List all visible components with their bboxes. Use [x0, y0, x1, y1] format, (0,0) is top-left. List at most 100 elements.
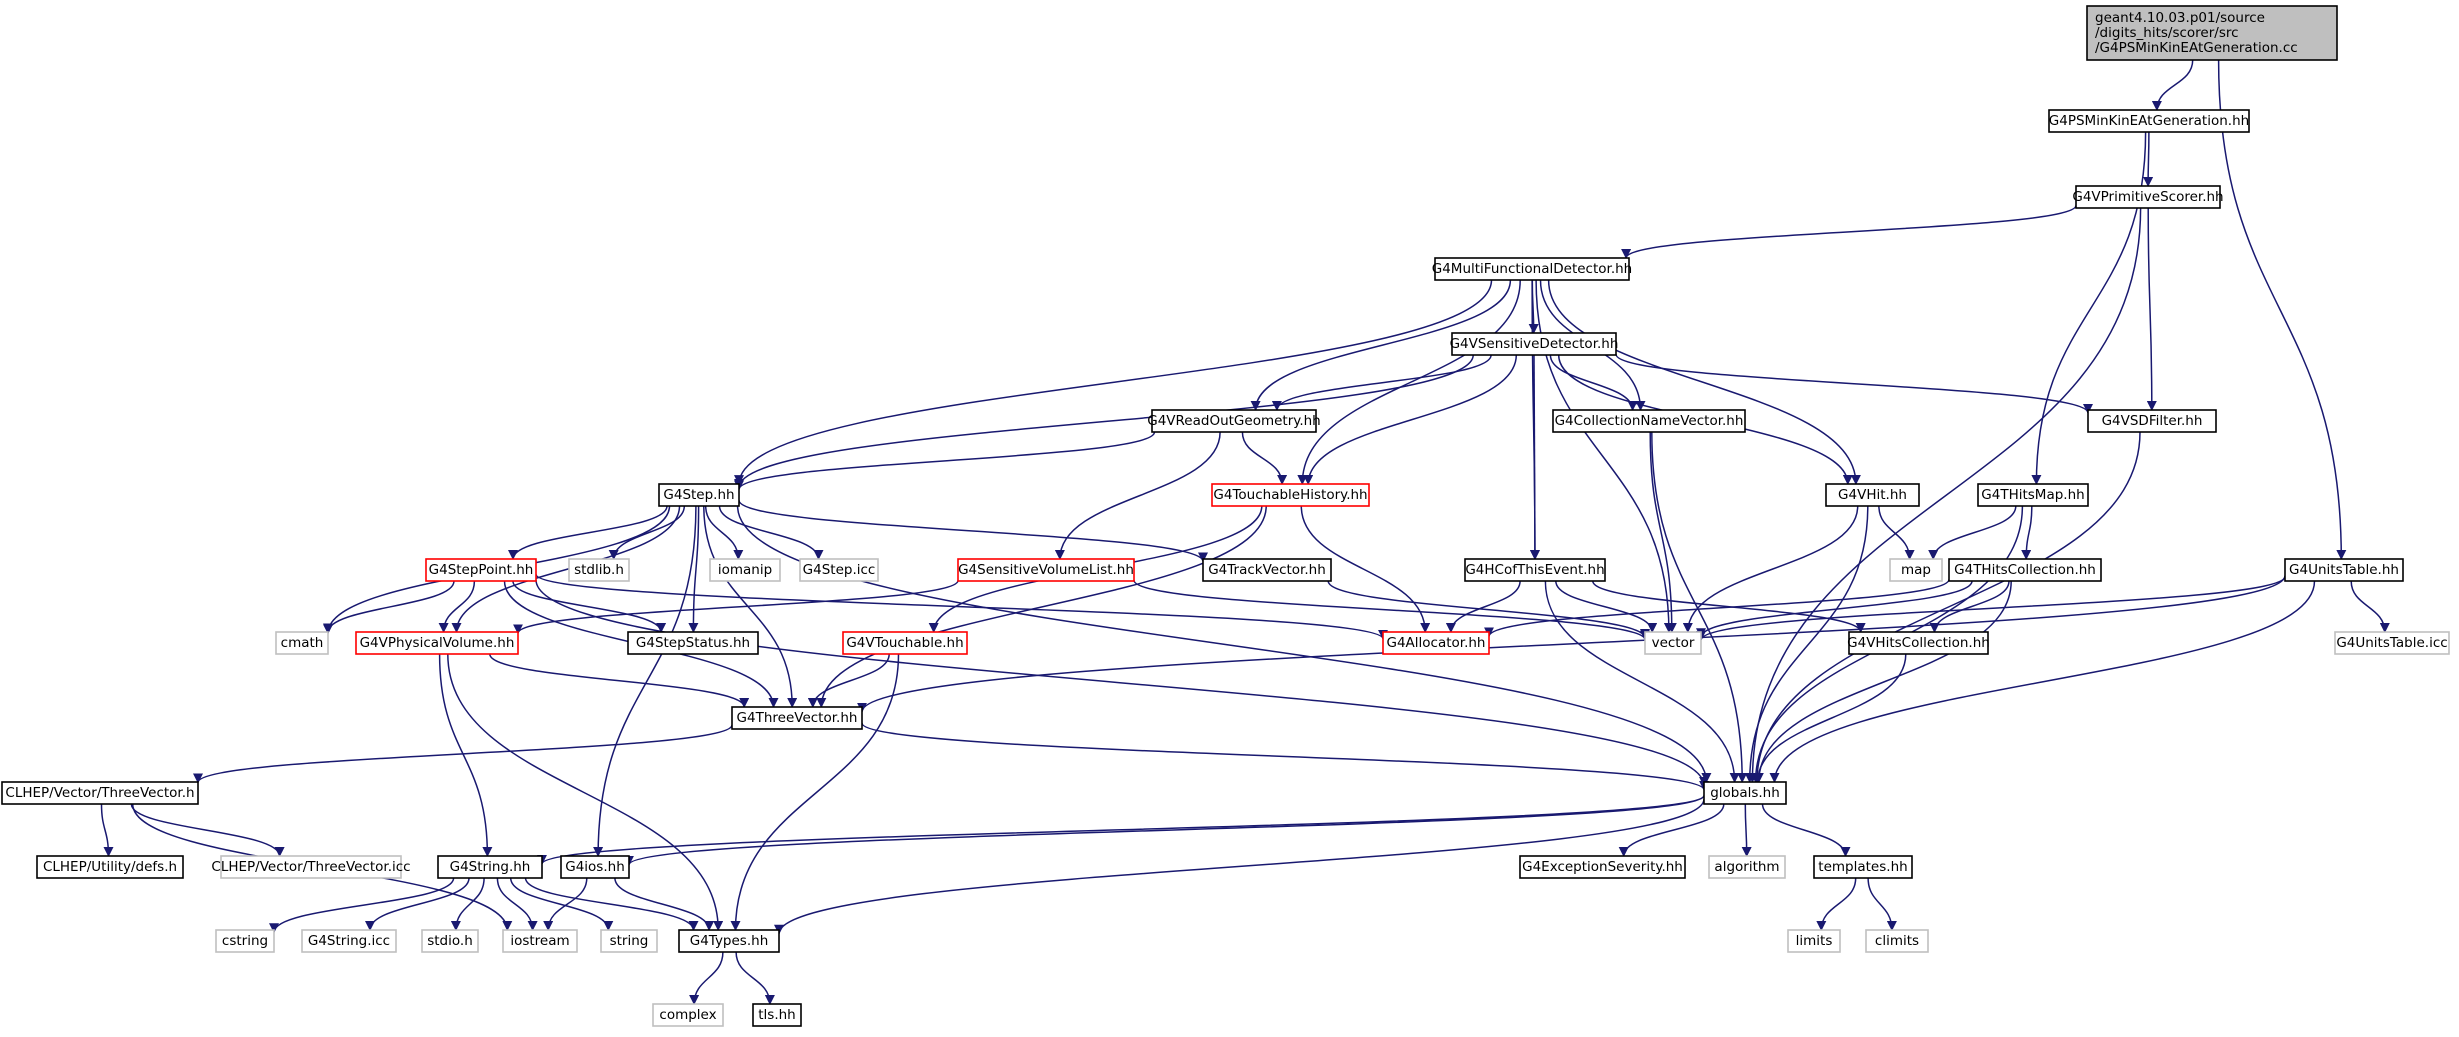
node-box-psmin: [2048, 109, 2250, 133]
node-vhit[interactable]: G4VHit.hh: [1825, 483, 1920, 507]
node-trackvec[interactable]: G4TrackVector.hh: [1202, 558, 1332, 582]
node-vsens[interactable]: G4VSensitiveDetector.hh: [1450, 332, 1619, 356]
node-box-hcof: [1464, 558, 1606, 582]
node-label-stringicc: G4String.icc: [308, 933, 390, 949]
edge-vprim-to-vsdfilter: [2146, 207, 2157, 411]
node-label-tls: tls.hh: [758, 1007, 795, 1023]
node-box-map: [1889, 558, 1943, 582]
node-box-g4ios: [560, 855, 630, 879]
edge-hcof-to-vector: [1555, 580, 1658, 633]
node-box-senslist: [957, 558, 1135, 582]
edge-step-to-stepstatus: [688, 505, 700, 633]
node-stdio: stdio.h: [421, 929, 479, 953]
node-label-clhep3icc: CLHEP/Vector/ThreeVector.icc: [211, 859, 410, 875]
node-label-hcof: G4HCofThisEvent.hh: [1465, 562, 1604, 578]
node-vector: vector: [1644, 631, 1702, 655]
node-step[interactable]: G4Step.hh: [658, 483, 740, 507]
node-unitstable[interactable]: G4UnitsTable.hh: [2284, 558, 2404, 582]
edge-vsens-to-vread: [1271, 354, 1492, 411]
edge-g4string-to-stdio: [450, 877, 485, 931]
node-box-thitsmap: [1977, 483, 2089, 507]
edge-unitstable-to-globals: [1769, 580, 2316, 783]
node-senslist[interactable]: G4SensitiveVolumeList.hh: [957, 558, 1135, 582]
node-g4string[interactable]: G4String.hh: [437, 855, 543, 879]
node-box-stdlib: [568, 558, 630, 582]
node-vhitscoll[interactable]: G4VHitsCollection.hh: [1847, 631, 1990, 655]
node-vprim[interactable]: G4VPrimitiveScorer.hh: [2072, 185, 2224, 209]
node-globals[interactable]: globals.hh: [1703, 781, 1787, 805]
node-cstring: cstring: [215, 929, 275, 953]
node-label-exsev: G4ExceptionSeverity.hh: [1522, 859, 1683, 875]
node-box-touchhist: [1211, 483, 1370, 507]
node-vtouch[interactable]: G4VTouchable.hh: [842, 631, 968, 655]
edge-vhit-to-map: [1878, 505, 1915, 560]
node-types[interactable]: G4Types.hh: [678, 929, 780, 953]
node-box-step: [658, 483, 740, 507]
node-box-cstring: [215, 929, 275, 953]
node-stepicc: G4Step.icc: [799, 558, 879, 582]
edge-root-to-psmin: [2151, 59, 2194, 111]
node-allocator[interactable]: G4Allocator.hh: [1382, 631, 1490, 655]
edge-step-to-iomanip: [704, 505, 744, 560]
node-steppoint[interactable]: G4StepPoint.hh: [425, 558, 537, 582]
node-tls[interactable]: tls.hh: [752, 1003, 802, 1027]
edge-steppoint-to-allocator: [535, 573, 1388, 640]
edge-globals-to-g4ios: [624, 794, 1705, 866]
node-label-thitscoll: G4THitsCollection.hh: [1954, 562, 2096, 578]
node-stepstatus[interactable]: G4StepStatus.hh: [627, 631, 759, 655]
node-label-climits: climits: [1875, 933, 1919, 949]
node-multi[interactable]: G4MultiFunctionalDetector.hh: [1432, 257, 1632, 281]
node-box-thitscoll: [1948, 558, 2102, 582]
node-vsdfilter[interactable]: G4VSDFilter.hh: [2087, 409, 2217, 433]
node-algorithm: algorithm: [1708, 855, 1786, 879]
node-defs[interactable]: CLHEP/Utility/defs.h: [36, 855, 184, 879]
edge-globals-to-types: [774, 798, 1705, 935]
edge-vhit-to-vector: [1682, 505, 1859, 633]
edge-vprim-to-multi: [1621, 205, 2077, 259]
edge-step-to-stdlib: [608, 505, 686, 560]
node-label-threevec: G4ThreeVector.hh: [737, 710, 858, 726]
node-psmin[interactable]: G4PSMinKinEAtGeneration.hh: [2048, 109, 2250, 133]
edge-thitscoll-to-vector: [1696, 580, 1973, 639]
node-thitsmap[interactable]: G4THitsMap.hh: [1977, 483, 2089, 507]
edge-vtouch-to-types: [730, 653, 900, 931]
edge-senslist-to-vphys: [513, 580, 959, 635]
edge-vsens-to-step: [734, 354, 1474, 489]
node-box-unitstable: [2284, 558, 2404, 582]
edge-steppoint-to-globals: [535, 579, 1709, 787]
node-box-iostream: [502, 929, 578, 953]
node-collname[interactable]: G4CollectionNameVector.hh: [1552, 409, 1746, 433]
node-stringicc: G4String.icc: [301, 929, 397, 953]
edge-multi-to-step: [734, 279, 1493, 486]
edge-globals-to-algorithm: [1741, 803, 1752, 857]
node-label-stepstatus: G4StepStatus.hh: [636, 635, 750, 651]
node-templates[interactable]: templates.hh: [1813, 855, 1913, 879]
node-label-iostream: iostream: [510, 933, 569, 949]
node-vread[interactable]: G4VReadOutGeometry.hh: [1147, 409, 1321, 433]
node-root[interactable]: geant4.10.03.p01/source/digits_hits/scor…: [2086, 5, 2338, 61]
edge-types-to-complex: [689, 951, 724, 1005]
node-label-limits: limits: [1796, 933, 1833, 949]
node-box-exsev: [1519, 855, 1686, 879]
node-threevec[interactable]: G4ThreeVector.hh: [731, 706, 863, 730]
node-exsev[interactable]: G4ExceptionSeverity.hh: [1519, 855, 1686, 879]
edge-thitsmap-to-map: [1928, 505, 2017, 560]
node-box-cmath: [275, 631, 329, 655]
node-thitscoll[interactable]: G4THitsCollection.hh: [1948, 558, 2102, 582]
edge-step-to-globals: [736, 505, 1712, 783]
node-vphys[interactable]: G4VPhysicalVolume.hh: [355, 631, 519, 655]
edge-threevec-to-globals: [861, 722, 1709, 791]
node-box-limits: [1787, 929, 1841, 953]
edge-vhitscoll-to-globals: [1752, 653, 1907, 783]
node-clhep3[interactable]: CLHEP/Vector/ThreeVector.h: [1, 781, 199, 805]
node-hcof[interactable]: G4HCofThisEvent.hh: [1464, 558, 1606, 582]
node-touchhist[interactable]: G4TouchableHistory.hh: [1211, 483, 1370, 507]
node-g4ios[interactable]: G4ios.hh: [560, 855, 630, 879]
edge-steppoint-to-vphys: [438, 580, 476, 633]
node-box-vprim: [2075, 185, 2221, 209]
edge-collname-to-vector: [1649, 431, 1677, 633]
edge-g4ios-to-iostream: [543, 877, 588, 931]
node-layer: geant4.10.03.p01/source/digits_hits/scor…: [1, 5, 2450, 1027]
edge-hcof-to-allocator: [1445, 580, 1521, 633]
